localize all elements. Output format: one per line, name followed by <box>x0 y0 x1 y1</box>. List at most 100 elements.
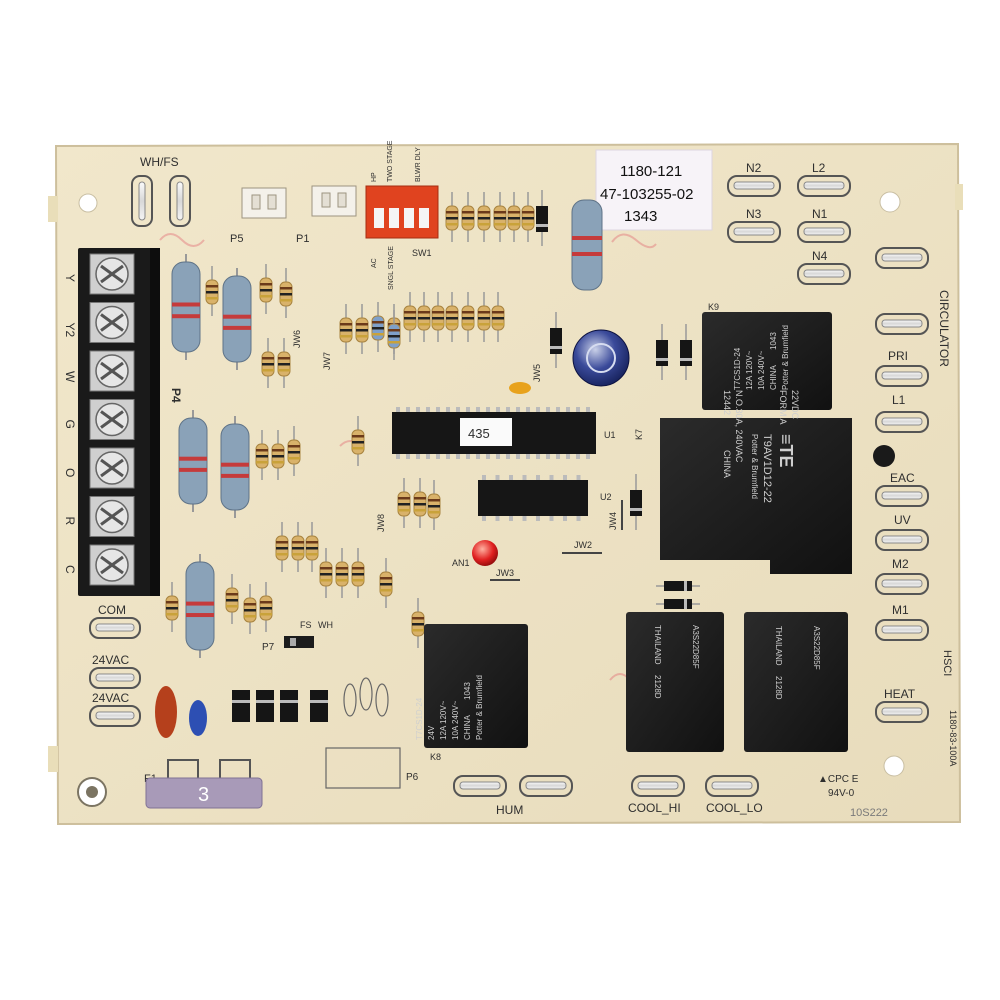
n1-label: N1 <box>812 207 828 221</box>
resistor <box>351 548 365 598</box>
resistor <box>339 304 353 354</box>
jw3-label: JW3 <box>496 568 514 578</box>
resistor <box>205 266 219 316</box>
sngl-stage-label: SNGL STAGE <box>388 246 395 290</box>
terminal-label-r: R <box>63 517 77 526</box>
terminal-screw-g[interactable] <box>89 399 135 440</box>
com-spade-terminal[interactable] <box>89 617 141 639</box>
k9-maker: Potter & Brumfield <box>781 325 790 390</box>
m2-label: M2 <box>892 557 909 571</box>
p4-label: P4 <box>169 388 183 403</box>
spade-terminal-m2[interactable] <box>875 573 929 595</box>
resistor <box>477 292 491 342</box>
spade-terminal-n3[interactable] <box>727 221 781 243</box>
rectifier-diodes <box>232 690 328 722</box>
spade-terminal-pri[interactable] <box>875 365 929 387</box>
24vac-spade-terminal-2[interactable] <box>89 705 141 727</box>
cool-hi-code: 2128D <box>653 675 662 699</box>
spade-terminal-l2[interactable] <box>797 175 851 197</box>
24vac-spade-terminal-1[interactable] <box>89 667 141 689</box>
jw4-label: JW4 <box>608 512 618 530</box>
fuse-rating: 3 <box>198 784 209 806</box>
terminal-screw-r[interactable] <box>89 496 135 537</box>
resistor <box>427 480 441 530</box>
terminal-screws[interactable] <box>89 253 135 586</box>
spade-terminal[interactable] <box>875 247 929 269</box>
relay-rating: N.O.30A, 240VAC <box>734 390 744 463</box>
resistor <box>387 310 401 360</box>
power-resistor <box>222 268 252 370</box>
terminal-screw-w[interactable] <box>89 350 135 392</box>
blwr-dly-label: BLWR DLY <box>415 147 422 182</box>
sticker-part-number: 1180-121 <box>620 163 682 180</box>
94v0-mark: 94V-0 <box>828 788 855 799</box>
sticker-model-number: 47-103255-02 <box>600 186 693 203</box>
part-number-sticker: 1180-121 47-103255-02 1343 <box>595 149 713 231</box>
k8-coil: 24V <box>427 725 436 740</box>
cool-hi-label: COOL_HI <box>628 801 681 815</box>
jw2-label: JW2 <box>574 540 592 550</box>
terminal-screw-y[interactable] <box>89 253 135 295</box>
k8-model: T7CS1D-24 <box>415 697 424 740</box>
hp-label: HP <box>371 172 378 182</box>
spade-terminal-m1[interactable] <box>875 619 929 641</box>
k9-code: 1043 <box>769 332 778 350</box>
dip-switch-sw1[interactable] <box>365 185 439 239</box>
spade-terminal-heat[interactable] <box>875 701 929 723</box>
diode <box>656 599 700 609</box>
spade-terminal-uv[interactable] <box>875 529 929 551</box>
resistor <box>491 292 505 342</box>
terminal-screw-y2[interactable] <box>89 302 135 343</box>
ic-u2 <box>478 475 588 521</box>
resistor <box>493 192 507 242</box>
resistor <box>445 292 459 342</box>
status-led <box>472 540 498 566</box>
resistor <box>371 302 385 352</box>
k9-model: T7CS1D-24 <box>733 347 742 390</box>
com-label: COM <box>98 603 126 617</box>
connector-p5[interactable] <box>241 187 287 219</box>
relay-cool-hi: A3S22D85F THAILAND 2128D <box>626 612 724 752</box>
k7-label: K7 <box>634 429 644 440</box>
terminal-screw-c[interactable] <box>89 544 135 586</box>
microcontroller-u1: 435 <box>392 407 596 459</box>
wh-fs-spade-terminals[interactable] <box>131 175 191 227</box>
spade-terminal-n2[interactable] <box>727 175 781 197</box>
terminal-screw-o[interactable] <box>89 447 135 489</box>
resistor <box>287 426 301 476</box>
resistor <box>243 584 257 634</box>
cool-lo-model: A3S22D85F <box>812 626 821 670</box>
k9-rating1: 12A 120V~ <box>745 350 754 390</box>
fuse-f1[interactable]: 3 <box>145 759 263 809</box>
cool-hi-model: A3S22D85F <box>691 625 700 669</box>
k8-maker: Potter & Brumfield <box>475 675 484 740</box>
n2-label: N2 <box>746 161 762 175</box>
jw5-label: JW5 <box>532 364 542 382</box>
cool-lo-code: 2128D <box>774 676 783 700</box>
jw7-label: JW7 <box>322 352 332 370</box>
fs-wh-jumper-p7[interactable] <box>284 636 314 648</box>
spade-terminal[interactable] <box>875 313 929 335</box>
connector-p1[interactable] <box>311 185 357 217</box>
cool-lo-origin: THAILAND <box>774 626 783 666</box>
n3-label: N3 <box>746 207 762 221</box>
resistor <box>397 478 411 528</box>
24vac-label-2: 24VAC <box>92 691 129 705</box>
hum-spade-terminals[interactable] <box>453 775 573 797</box>
k8-code: 1043 <box>463 682 472 700</box>
cool-hi-origin: THAILAND <box>653 625 662 665</box>
spade-terminal-n4[interactable] <box>797 263 851 285</box>
relay-cool-lo: A3S22D85F THAILAND 2128D <box>744 612 848 752</box>
cool-hi-spade-terminal[interactable] <box>631 775 685 797</box>
resistor <box>259 264 273 314</box>
spade-terminal-n1[interactable] <box>797 221 851 243</box>
resistor <box>319 548 333 598</box>
relay-form: FORM A <box>778 390 788 425</box>
spade-terminal-eac[interactable] <box>875 485 929 507</box>
cool-lo-spade-terminal[interactable] <box>705 775 759 797</box>
diode <box>656 324 668 380</box>
jw6-label: JW6 <box>292 330 302 348</box>
spade-terminal-l1[interactable] <box>875 411 929 433</box>
